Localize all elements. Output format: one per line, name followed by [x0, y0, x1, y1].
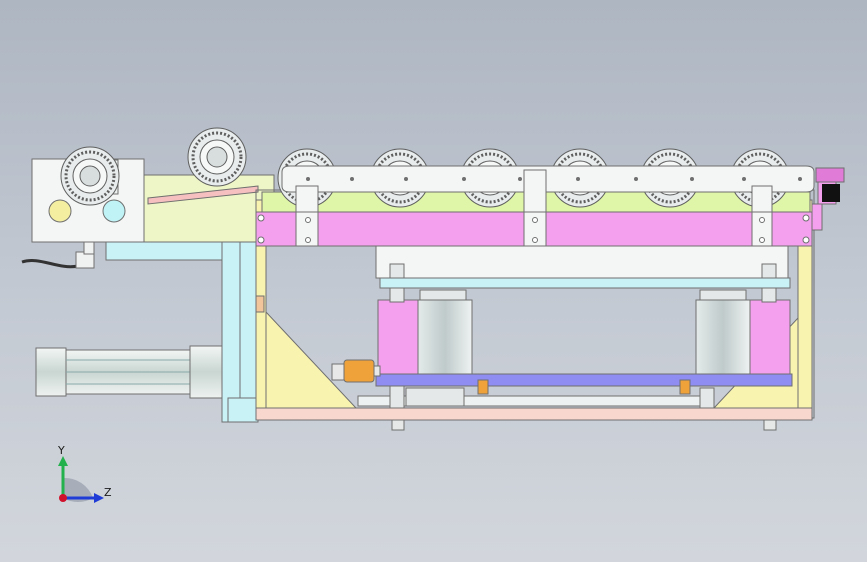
lower-slide-rail	[357, 385, 715, 409]
cyan-mounting-bracket	[105, 241, 259, 423]
axis-triad: Y Z	[57, 444, 112, 503]
left-guide-block	[377, 299, 419, 379]
cyan-indicator-light	[102, 199, 126, 223]
magenta-clamp-bar	[255, 211, 813, 247]
purple-base-plate	[375, 373, 793, 387]
lift-beam	[379, 277, 791, 289]
right-guide-block	[749, 299, 791, 379]
lift-top-plate	[375, 245, 789, 279]
drive-motor	[35, 345, 223, 399]
lift-cylinder-left	[417, 289, 473, 375]
yellow-indicator-light	[48, 199, 72, 223]
base-rail	[255, 407, 813, 421]
lift-cylinder-right	[695, 289, 751, 375]
x-axis-icon	[59, 494, 67, 502]
z-axis-label: Z	[104, 486, 112, 499]
shock-absorber	[331, 359, 381, 383]
pneumatic-fitting	[811, 167, 845, 231]
left-gusset	[265, 310, 358, 409]
y-axis-label: Y	[57, 444, 65, 457]
diagonal-link	[147, 185, 259, 205]
sensor-cable	[21, 241, 95, 269]
